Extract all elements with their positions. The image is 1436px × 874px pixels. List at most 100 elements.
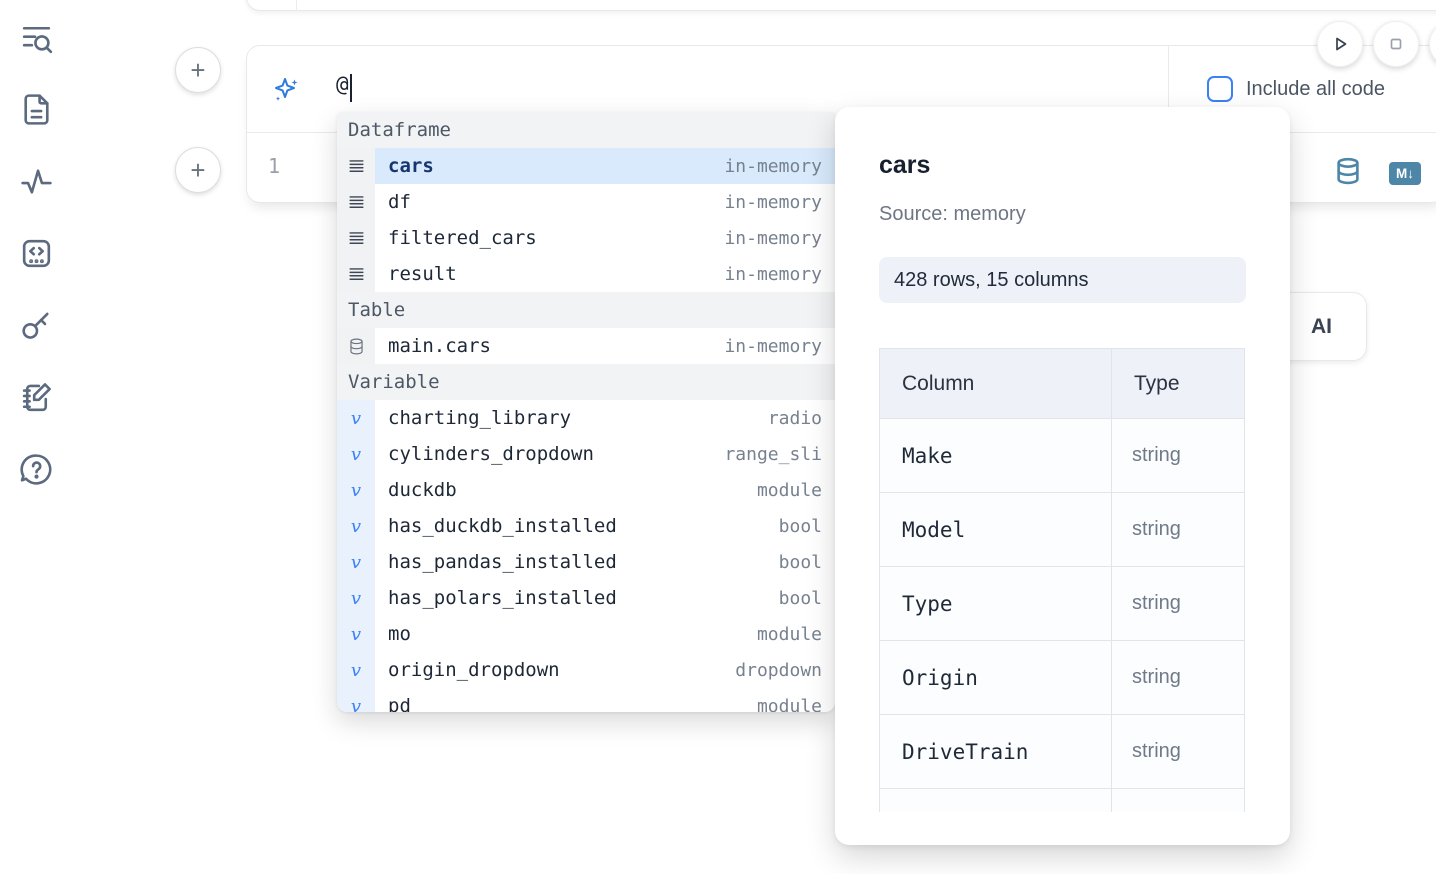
completion-name: result [388,263,457,285]
autocomplete-item-charting_library[interactable]: v charting_library radio [337,400,835,436]
completion-name: main.cars [388,335,491,357]
completion-meta: module [756,695,822,713]
previous-cell-bottom [246,0,1436,11]
include-all-code-toggle[interactable]: Include all code [1207,76,1385,102]
variable-icon: v [337,652,375,688]
generate-with-ai-label: AI [1311,314,1332,338]
schema-column-name [879,788,1112,812]
prompt-divider [1168,46,1169,132]
schema-column-name: DriveTrain [879,714,1112,789]
autocomplete-item-main.cars[interactable]: main.cars in-memory [337,328,835,364]
help-button[interactable] [17,453,55,491]
variable-icon: v [337,580,375,616]
preview-source: Source: memory [879,203,1026,225]
completion-name: mo [388,623,411,645]
rows-icon [337,220,375,256]
schema-row [879,788,1245,812]
variable-icon: v [337,688,375,712]
schema-column-type: string [1111,492,1245,567]
completion-meta: dropdown [735,659,822,681]
variable-icon: v [337,436,375,472]
completion-meta: range_sli [724,443,822,465]
autocomplete-item-result[interactable]: result in-memory [337,256,835,292]
left-toolbar [17,21,57,525]
documentation-button[interactable] [17,93,55,131]
variable-icon: v [337,616,375,652]
rows-icon [337,148,375,184]
add-cell-below-button[interactable]: + [175,147,221,193]
sparkles-icon [273,76,301,104]
completion-meta: module [756,623,822,645]
autocomplete-section-table: Table [337,292,835,328]
variable-icon: v [337,400,375,436]
notebook-pen-icon [18,379,55,421]
variable-icon: v [337,508,375,544]
schema-header-type: Type [1111,348,1245,419]
include-all-code-checkbox[interactable] [1207,76,1233,102]
snippets-button[interactable] [17,237,55,275]
run-cell-button[interactable] [1317,21,1363,67]
completion-name: origin_dropdown [388,659,560,681]
preview-shape-badge: 428 rows, 15 columns [879,257,1246,303]
add-cell-above-button[interactable]: + [175,47,221,93]
schema-column-type: string [1111,566,1245,641]
completion-name: pd [388,695,411,712]
previous-cell-gutter-divider [296,0,297,11]
schema-column-type: string [1111,714,1245,789]
schema-column-name: Origin [879,640,1112,715]
list-search-icon [18,19,55,61]
tracing-button[interactable] [17,165,55,203]
autocomplete-item-cars[interactable]: cars in-memory [337,148,835,184]
schema-column-name: Model [879,492,1112,567]
completion-meta: in-memory [724,335,822,357]
autocomplete-section-variable: Variable [337,364,835,400]
markdown-convert-icon[interactable]: M↓ [1389,162,1421,185]
secrets-button[interactable] [17,309,55,347]
scratchpad-button[interactable] [17,381,55,419]
dataframe-preview-panel: cars Source: memory 428 rows, 15 columns… [835,107,1290,845]
completion-name: cars [388,155,434,177]
table-of-contents-search-button[interactable] [17,21,55,59]
ai-prompt-input[interactable]: @ [336,72,349,96]
schema-column-name: Make [879,418,1112,493]
autocomplete-item-has_duckdb_installed[interactable]: v has_duckdb_installed bool [337,508,835,544]
completion-meta: in-memory [724,155,822,177]
variable-icon: v [337,544,375,580]
text-cursor [350,74,352,102]
schema-column-type [1111,788,1245,812]
code-editor-row[interactable]: 1 M↓ [247,134,1436,203]
completion-meta: in-memory [724,191,822,213]
code-snippet-icon [18,235,55,277]
completion-name: df [388,191,411,213]
completion-meta: bool [778,515,822,537]
completion-name: charting_library [388,407,572,429]
stop-kernel-button[interactable] [1373,21,1419,67]
completion-meta: radio [767,407,822,429]
rows-icon [337,256,375,292]
completion-meta: in-memory [724,227,822,249]
autocomplete-section-dataframe: Dataframe [337,112,835,148]
completion-meta: in-memory [724,263,822,285]
autocomplete-item-df[interactable]: df in-memory [337,184,835,220]
autocomplete-item-origin_dropdown[interactable]: v origin_dropdown dropdown [337,652,835,688]
completion-name: has_duckdb_installed [388,515,617,537]
include-all-code-label: Include all code [1246,77,1385,100]
completion-name: has_polars_installed [388,587,617,609]
completion-name: has_pandas_installed [388,551,617,573]
datasource-icon[interactable] [1333,156,1363,191]
schema-column-name: Type [879,566,1112,641]
